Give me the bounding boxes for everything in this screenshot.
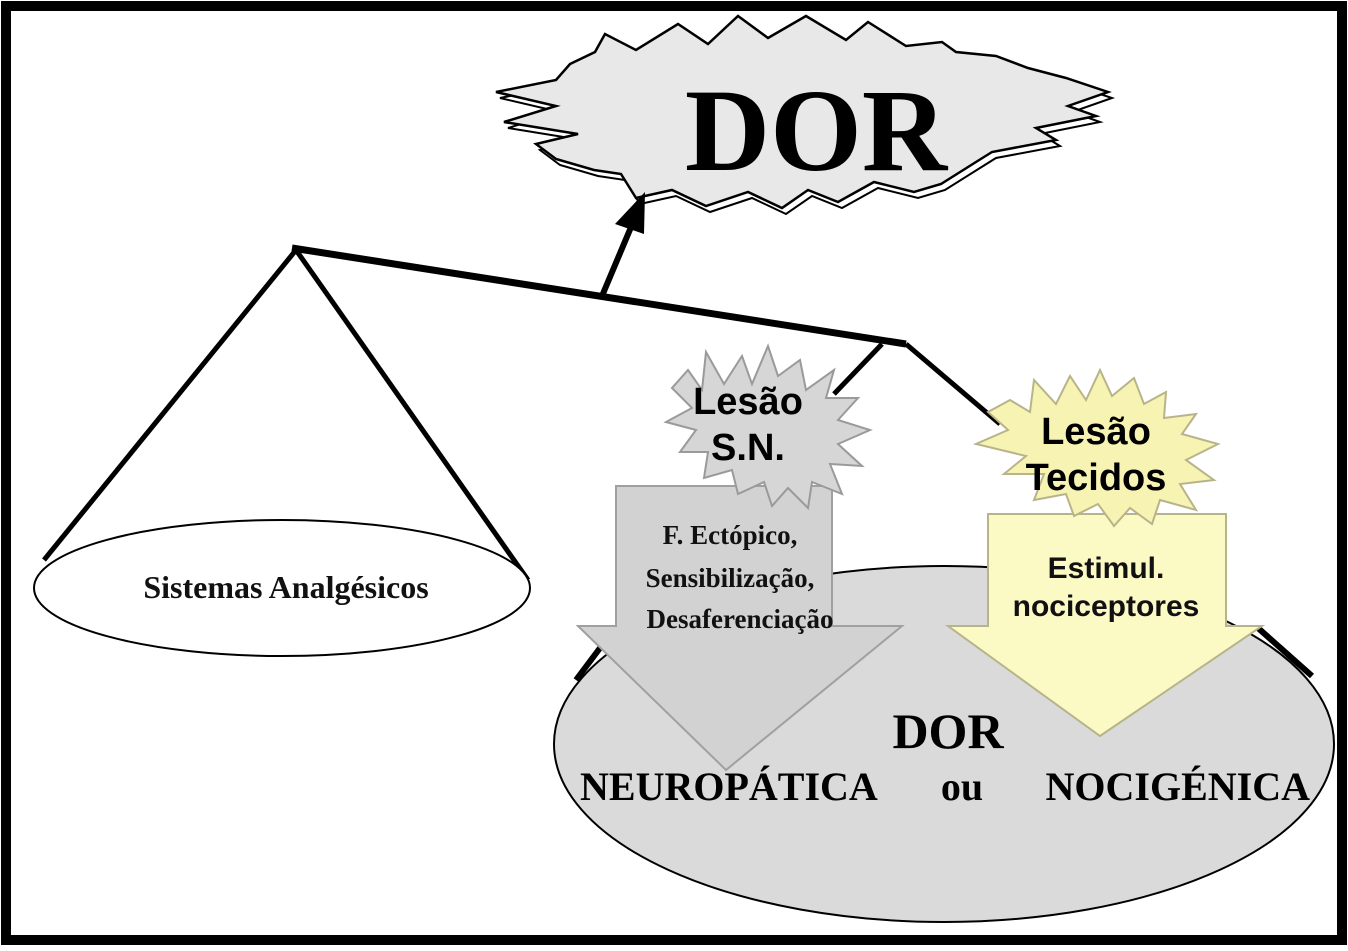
neuropathic-down-arrow [575, 485, 905, 772]
right-pan-string-left [832, 342, 884, 396]
lesao-sn-burst [663, 343, 873, 511]
neuropathic-arrow-line3: Desaferenciação [647, 604, 834, 634]
right-pan-word-nociceptive: NOCIGÉNICA [1046, 764, 1311, 809]
up-arrow-shaft [599, 218, 637, 298]
dor-title: DOR [685, 65, 949, 196]
left-pan [33, 519, 531, 657]
right-pan-word-or: ou [941, 764, 983, 809]
up-arrow-head [615, 192, 645, 234]
right-pan-string-right [904, 342, 1002, 426]
neuropathic-arrow-line1: F. Ectópico, [663, 520, 798, 550]
balance-beam [291, 244, 907, 348]
lesao-tecidos-line1: Lesão [1041, 411, 1151, 453]
lesao-tecidos-burst [972, 367, 1221, 528]
left-pan-label: Sistemas Analgésicos [143, 569, 428, 605]
right-pan-string-low-right [1256, 625, 1314, 679]
nociceptive-arrow-line2: nociceptores [1013, 590, 1200, 623]
neuropathic-arrow-line2: Sensibilização, [646, 563, 815, 593]
lesao-sn-line2: S.N. [711, 427, 785, 469]
right-pan-word-neuropathic: NEUROPÁTICA [580, 764, 878, 809]
nociceptive-down-arrow [944, 513, 1266, 738]
lesao-sn-line1: Lesão [693, 381, 803, 423]
right-pan-title: DOR [892, 703, 1004, 759]
left-pan-string-right [293, 248, 531, 582]
dor-burst [495, 14, 1112, 210]
lesao-tecidos-line2: Tecidos [1026, 457, 1167, 499]
right-pan-string-low-left [573, 646, 603, 682]
nociceptive-arrow-line1: Estimul. [1048, 552, 1165, 585]
left-pan-string-left [42, 248, 298, 562]
